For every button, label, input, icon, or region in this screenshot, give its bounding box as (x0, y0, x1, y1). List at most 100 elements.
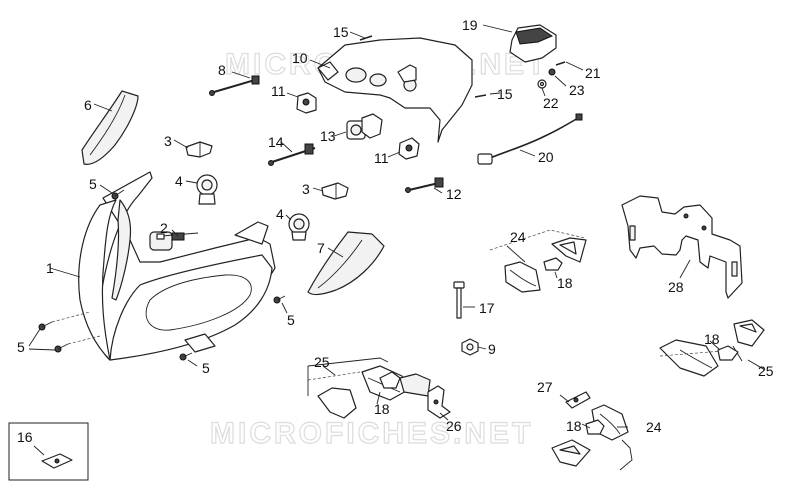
leader-13 (333, 131, 347, 137)
leader-18d (581, 423, 591, 429)
part-15-screw-top (359, 35, 373, 41)
leader-27 (559, 394, 570, 403)
leader-5c-top (28, 328, 41, 347)
leader-2 (171, 229, 179, 237)
callout-5-top: 5 (89, 176, 97, 192)
part-9-nut (461, 338, 479, 356)
leader-18a (554, 271, 558, 279)
callout-11-lower: 11 (374, 150, 389, 166)
callout-18-left: 18 (374, 401, 390, 417)
leader-25a (322, 365, 336, 376)
callout-16: 16 (17, 429, 33, 445)
callout-28: 28 (668, 279, 684, 295)
callout-2: 2 (160, 220, 168, 236)
part-11-holder-lower (398, 137, 420, 160)
callout-3-upper: 3 (164, 133, 172, 149)
part-18-bulb-left (379, 371, 401, 389)
part-15-screw-side (474, 94, 487, 98)
callout-13: 13 (320, 128, 336, 144)
callout-4-upper: 4 (175, 173, 183, 189)
callout-8: 8 (218, 62, 226, 78)
leader-24a (506, 245, 526, 263)
part-13-bulb (346, 113, 383, 140)
part-16-box (8, 422, 89, 481)
callout-5-left: 5 (17, 339, 25, 355)
callout-18-lower: 18 (566, 418, 582, 434)
leader-10 (309, 59, 331, 69)
leader-11a (286, 92, 299, 98)
callout-1: 1 (46, 260, 54, 276)
part-4-lamp-holder-lower (288, 213, 310, 241)
leader-15b (489, 92, 501, 95)
callout-11-upper: 11 (271, 83, 286, 99)
callout-7: 7 (317, 240, 325, 256)
leader-3b (312, 187, 324, 192)
callout-15-top: 15 (333, 24, 349, 40)
part-21-screw (555, 61, 566, 66)
part-6-lens (81, 90, 139, 165)
callout-9: 9 (488, 341, 496, 357)
part-5-screw-bottom (179, 352, 193, 361)
leader-4b (285, 214, 292, 221)
callout-26: 26 (446, 418, 462, 434)
callout-24-upper: 24 (510, 229, 526, 245)
callout-24-lower: 24 (646, 419, 662, 435)
leader-5a (99, 184, 113, 194)
part-22-washer (537, 79, 547, 89)
leader-8 (231, 71, 251, 79)
leader-18b (709, 340, 721, 351)
leader-9 (477, 346, 487, 350)
leader-19 (482, 24, 513, 33)
callout-27: 27 (537, 379, 553, 395)
part-19-housing (509, 24, 557, 63)
part-20-wiring (477, 113, 583, 165)
part-18-bulb-right (717, 345, 739, 361)
callout-20: 20 (538, 149, 554, 165)
part-4-lamp-holder-upper (196, 174, 218, 205)
part-17-bolt (453, 281, 465, 319)
leader-6 (93, 103, 113, 112)
part-16-clip (41, 453, 73, 469)
leader-28 (679, 259, 691, 279)
leader-22 (541, 87, 546, 97)
callout-23: 23 (569, 82, 585, 98)
callout-25-left: 25 (314, 354, 330, 370)
callout-6: 6 (84, 97, 92, 113)
leader-3a (173, 139, 189, 149)
leader-5b (281, 302, 288, 314)
leader-7 (327, 247, 344, 258)
leader-12 (433, 187, 443, 194)
part-3-bulb-lower (321, 182, 349, 200)
leader-26 (439, 412, 449, 421)
part-7-lens (307, 231, 385, 296)
part-2-wiring (156, 232, 199, 241)
leader-16 (33, 445, 45, 456)
leader-5d (187, 359, 198, 367)
part-5-screws-left (38, 311, 101, 353)
leader-18c (376, 391, 381, 405)
part-18-bulb-upper (543, 257, 563, 271)
callout-18-right: 18 (704, 331, 720, 347)
callout-5-right: 5 (287, 312, 295, 328)
watermark-bottom: MICROFICHES.NET (210, 417, 533, 450)
callout-5-bottom: 5 (202, 360, 210, 376)
part-8-screw (209, 75, 260, 96)
part-1-headlight-assembly (78, 171, 276, 361)
leader-20 (519, 149, 536, 157)
callout-17: 17 (479, 300, 495, 316)
callout-10: 10 (292, 50, 308, 66)
part-25-turn-signal-left (307, 357, 431, 419)
leader-4a (185, 180, 198, 184)
part-3-bulb-upper (185, 141, 213, 158)
part-27-bracket (565, 391, 591, 409)
callout-14: 14 (268, 134, 284, 150)
leader-21 (565, 61, 584, 71)
leader-1 (49, 267, 81, 278)
part-18-bulb-lower (585, 419, 605, 435)
part-28-plate-bracket (621, 195, 743, 299)
callout-22: 22 (543, 95, 559, 111)
part-10-housing (317, 37, 473, 143)
callout-19: 19 (462, 17, 478, 33)
callout-21: 21 (585, 65, 601, 81)
